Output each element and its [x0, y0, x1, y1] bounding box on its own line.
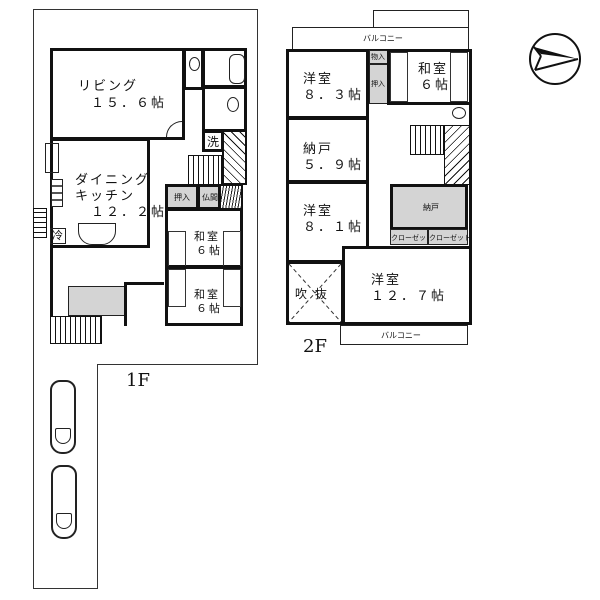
site-boundary-right	[257, 9, 258, 364]
japanese-room-2f-size: ６帖	[420, 78, 451, 93]
dining-table-chairs	[78, 223, 116, 245]
entrance-shoe-storage	[68, 286, 126, 316]
stairs-1f	[222, 130, 247, 185]
storage-small-2f: 物入	[369, 50, 389, 64]
tatami	[223, 269, 241, 307]
toilet-icon	[227, 97, 239, 112]
dining-kitchen-name: ダイニング キッチン	[75, 173, 151, 204]
closet-2f: 押入	[369, 64, 389, 104]
refrigerator-label: 冷	[52, 229, 63, 242]
site-boundary-driveway	[97, 364, 98, 589]
toilet-1f	[183, 48, 204, 90]
dining-kitchen-size: １２．２帖	[91, 205, 167, 220]
floor-2-tag: 2F	[303, 336, 327, 357]
balcony-bottom-label: バルコニー	[381, 331, 421, 340]
living-size: １５．６帖	[91, 96, 167, 111]
storeroom-2: 納戸	[390, 184, 468, 230]
tatami	[223, 231, 241, 269]
site-boundary-step	[97, 364, 258, 365]
toilet-2f-icon	[452, 107, 466, 119]
washroom-label: 洗	[207, 135, 220, 149]
living-name: リビング	[78, 79, 139, 94]
western-room-1-name: 洋室	[303, 72, 334, 87]
bathroom	[202, 48, 247, 88]
stove-icon	[51, 179, 63, 207]
japanese-room-2-name: 和室	[194, 288, 220, 301]
storeroom-2-label: 納戸	[423, 203, 439, 212]
western-room-2-size: ８．１帖	[303, 220, 364, 235]
closet-b: クローゼット	[428, 229, 471, 245]
japanese-room-1f-upper: 和室 ６帖	[165, 208, 243, 269]
western-room-3-size: １２．７帖	[371, 289, 447, 304]
tatami	[450, 52, 468, 102]
car-icon	[51, 465, 77, 539]
japanese-room-2-size: ６帖	[196, 302, 222, 315]
balcony-top-extension	[373, 10, 469, 28]
balcony-bottom: バルコニー	[340, 325, 468, 345]
atrium: 吹 抜	[286, 261, 344, 325]
site-boundary-bottom	[33, 588, 98, 589]
washroom: 洗	[202, 130, 224, 152]
closet-b-label: クローゼット	[429, 234, 471, 242]
bathtub-icon	[229, 54, 245, 84]
japanese-room-1f-lower: 和室 ６帖	[165, 266, 243, 326]
western-room-3: 洋室 １２．７帖	[342, 246, 472, 325]
stairs-1f-straight	[188, 155, 222, 185]
atrium-label: 吹 抜	[295, 287, 329, 301]
hall-wall-left	[50, 246, 53, 344]
closet-1f: 押入	[165, 184, 199, 210]
tatami	[390, 52, 408, 102]
storeroom-1-name: 納戸	[303, 142, 334, 157]
back-door-steps	[33, 208, 47, 238]
closet-2f-label: 押入	[371, 80, 385, 88]
western-room-3-name: 洋室	[371, 273, 402, 288]
closet-1f-label: 押入	[174, 193, 190, 202]
storage-hatched	[219, 184, 243, 210]
north-arrow-icon	[529, 33, 581, 85]
sink-counter	[45, 143, 59, 173]
japanese-room-1-name: 和室	[194, 230, 220, 243]
toilet-2	[202, 86, 247, 132]
storage-small-label: 物入	[371, 53, 385, 61]
tatami	[168, 231, 186, 269]
entrance-steps	[50, 316, 102, 344]
storeroom-1: 納戸 ５．９帖	[286, 117, 369, 183]
stairs-2f-winder	[444, 125, 470, 185]
japanese-room-2f: 和室 ６帖	[387, 49, 472, 105]
japanese-room-1-size: ６帖	[196, 244, 222, 257]
hall-wall-mid	[124, 282, 164, 285]
altar-room: 仏間	[197, 184, 221, 210]
western-room-2-name: 洋室	[303, 204, 334, 219]
room-living: リビング １５．６帖	[50, 48, 185, 140]
car-icon	[50, 380, 76, 454]
western-room-1-size: ８．３帖	[303, 88, 364, 103]
living-door	[166, 121, 182, 137]
japanese-room-2f-name: 和室	[418, 62, 449, 77]
western-room-1: 洋室 ８．３帖	[286, 49, 369, 119]
atrium-cross-icon	[289, 264, 341, 322]
stairs-2f	[410, 125, 444, 155]
tatami	[168, 269, 186, 307]
site-boundary-left	[33, 9, 34, 589]
site-boundary-top	[33, 9, 258, 10]
balcony-top: バルコニー	[292, 27, 469, 51]
altar-label: 仏間	[202, 193, 218, 202]
balcony-top-label: バルコニー	[363, 34, 403, 43]
closet-a: クローゼット	[390, 229, 433, 245]
room-dining-kitchen: ダイニング キッチン １２．２帖	[45, 138, 164, 248]
storeroom-1-size: ５．９帖	[303, 158, 364, 173]
floor-1-tag: 1F	[126, 370, 150, 391]
refrigerator: 冷	[50, 228, 66, 244]
hall-wall-bottom	[124, 282, 127, 326]
closet-a-label: クローゼット	[391, 234, 433, 242]
toilet-icon	[189, 57, 200, 71]
